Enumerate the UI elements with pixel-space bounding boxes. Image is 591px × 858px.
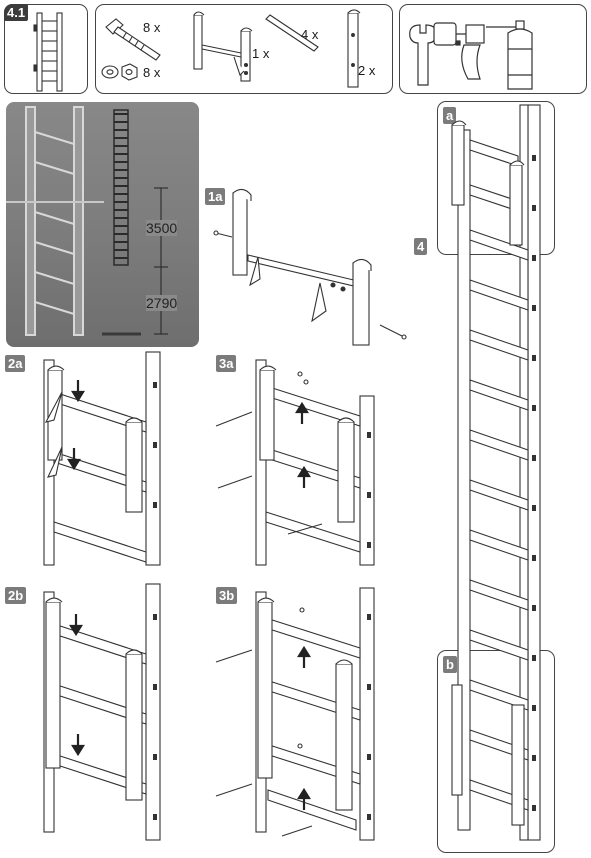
wrench-icon [409, 24, 437, 86]
step-2a-label: 2a [5, 355, 26, 372]
detail-b-label: b [443, 656, 457, 673]
rail-quantity: 2 x [358, 63, 376, 78]
rail-icon [347, 9, 361, 88]
parts-box: 8 x 8 x 1 x 4 x 2 x [95, 4, 393, 94]
bracket-icon [193, 11, 253, 82]
detail-b-box: b [437, 650, 555, 853]
step-2b-label: 2b [5, 587, 27, 604]
spray-can-icon [486, 20, 533, 90]
detail-a-label: a [443, 107, 457, 124]
bolt-quantity: 8 x [143, 20, 161, 35]
step-2b-drawing [43, 583, 161, 841]
detail-a-box: a [437, 101, 555, 255]
step-2a-drawing [43, 351, 161, 566]
step-1a-label: 1a [205, 188, 226, 205]
tools-drawing [409, 20, 533, 90]
step-1a-drawing [213, 188, 407, 346]
dimension-upper: 3500 [146, 220, 178, 236]
ladder-thumbnail [33, 12, 63, 92]
step-4-ladder-drawing [451, 104, 541, 841]
step-3b-label: 3b [216, 587, 238, 604]
dimension-lower: 2790 [146, 295, 178, 311]
tools-box [399, 4, 587, 94]
photo-ladder-drawing [6, 106, 168, 336]
bolt-icon [105, 18, 161, 61]
step-4-label: 4 [414, 238, 428, 255]
installation-photo: 3500 2790 [6, 102, 199, 347]
nut-icon [101, 63, 138, 81]
nut-quantity: 8 x [143, 65, 161, 80]
step-3a-label: 3a [216, 355, 237, 372]
bar-icon [265, 14, 319, 52]
bar-quantity: 4 x [301, 27, 319, 42]
overview-box: 4.1 [4, 4, 88, 94]
step-label: 4.1 [4, 4, 29, 21]
step-3b-drawing [215, 587, 375, 841]
bracket-quantity: 1 x [252, 46, 270, 61]
step-3a-drawing [215, 359, 375, 566]
drill-icon [433, 22, 485, 80]
parts-drawing [101, 9, 361, 88]
